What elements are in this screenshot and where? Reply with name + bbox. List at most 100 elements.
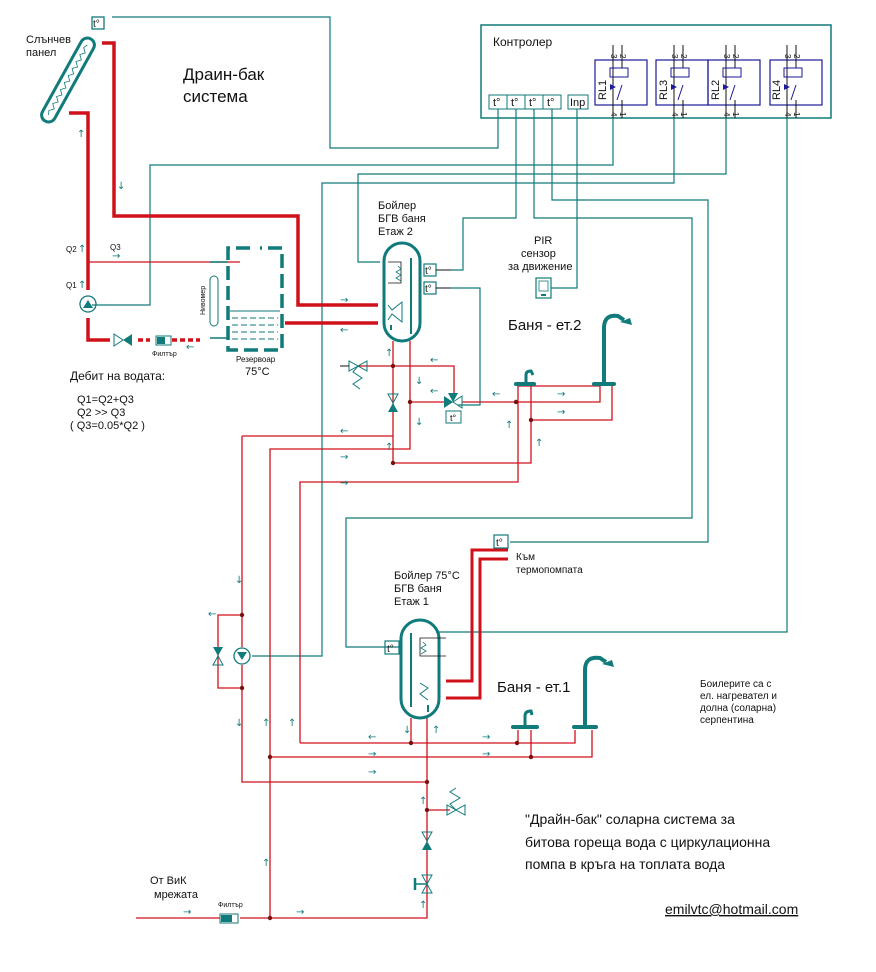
heat-pump-label-2: термопомпата	[516, 565, 583, 576]
controller-box	[480, 24, 832, 119]
svg-text:↓: ↓	[415, 376, 423, 387]
svg-text:↑: ↑	[262, 718, 270, 729]
svg-text:↓: ↓	[403, 725, 411, 736]
boiler-upper: Бойлер БГВ баня Етаж 2 t° t°	[378, 200, 451, 343]
svg-text:→: →	[340, 478, 348, 489]
svg-text:3: 3	[722, 54, 731, 59]
relay-rl2: 3 2 RL2 4 1	[707, 45, 761, 118]
flow-note-heading: Дебит на водата:	[70, 369, 165, 383]
description-line-1: "Драйн-бак" соларна система за	[525, 811, 735, 827]
solar-panel-body	[40, 36, 96, 124]
input-inp-box	[567, 94, 589, 110]
flow-arrows: ↑ ← ↓ ← ↓ ← ↑ → → ← → → ↑ ↑ ↓ ← ↓ ↑ ↑ ↓ …	[183, 348, 565, 918]
relay-label: RL2	[710, 80, 722, 100]
boiler-lower: Бойлер 75°C БГВ баня Етаж 1 t° t°	[384, 534, 509, 720]
svg-text:t°: t°	[425, 284, 432, 295]
flow-note-line-3: ( Q3=0.05*Q2 )	[70, 420, 145, 432]
diagram-title-2: система	[183, 87, 248, 106]
q2-label: Q2	[66, 245, 77, 254]
boiler-note-1: Боилерите са с	[700, 679, 771, 690]
flow-note-line-2: Q2 >> Q3	[77, 407, 125, 419]
hot-water-pipes	[136, 341, 613, 919]
diagram-title-1: Драин-бак	[183, 65, 265, 84]
flow-note-line-1: Q1=Q2+Q3	[77, 394, 134, 406]
boiler-upper-label-3: Етаж 2	[378, 226, 413, 238]
bath-upper-label: Баня - ет.2	[508, 317, 581, 334]
mains-label-1: От ВиК	[150, 875, 187, 887]
filter-label: Филтър	[152, 351, 177, 358]
svg-text:t°: t°	[387, 644, 394, 655]
solar-panel-label-2: панел	[26, 47, 56, 59]
svg-text:→: →	[368, 749, 376, 760]
svg-text:←: ←	[340, 325, 348, 336]
svg-text:→: →	[112, 251, 120, 262]
shower-lower-icon	[572, 655, 614, 729]
boiler-upper-label-1: Бойлер	[378, 200, 416, 212]
mixing-valve-icon: t°	[444, 393, 463, 424]
solar-panel: t° Слънчев панел	[26, 16, 105, 124]
boiler-lower-label-1: Бойлер 75°C	[394, 570, 460, 582]
svg-text:1: 1	[618, 112, 627, 117]
svg-text:↑: ↑	[288, 718, 296, 729]
pir-label-1: PIR	[534, 235, 552, 247]
controller-inputs: t° t° t° t° Inp	[488, 94, 589, 110]
svg-text:←: ←	[340, 426, 348, 437]
svg-text:1: 1	[792, 112, 801, 117]
svg-text:→: →	[340, 452, 348, 463]
svg-text:↑: ↑	[419, 796, 427, 807]
svg-text:←: ←	[430, 355, 438, 366]
pir-label-3: за движение	[508, 261, 572, 273]
reservoir-label: Резервоар	[236, 355, 276, 364]
svg-text:←: ←	[492, 389, 500, 400]
svg-text:4: 4	[722, 112, 731, 117]
svg-text:←: ←	[368, 732, 376, 743]
input-t3: t°	[529, 97, 536, 109]
svg-text:↓: ↓	[415, 417, 423, 428]
svg-text:→: →	[557, 407, 565, 418]
email-link[interactable]: emilvtc@hotmail.com	[665, 901, 798, 917]
svg-text:↓: ↓	[235, 575, 243, 586]
svg-text:↑: ↑	[385, 442, 393, 453]
boiler-upper-label-2: БГВ баня	[378, 213, 426, 225]
boiler-lower-label-3: Етаж 1	[394, 596, 429, 608]
boiler-upper-tank	[382, 241, 422, 343]
level-gauge-label: Нивомер	[200, 286, 207, 315]
svg-text:→: →	[296, 907, 304, 918]
input-inp: Inp	[570, 97, 585, 109]
svg-text:↑: ↑	[78, 244, 86, 255]
mains-filter-icon	[219, 913, 239, 924]
boiler-note-2: ел. нагревател и	[700, 691, 777, 702]
svg-text:2: 2	[792, 54, 801, 59]
pir-sensor-icon	[535, 277, 552, 299]
solar-panel-label-1: Слънчев	[26, 34, 71, 46]
svg-text:4: 4	[609, 112, 618, 117]
reservoir-body	[226, 246, 284, 352]
svg-text:→: →	[183, 907, 191, 918]
heat-pump-label-1: Към	[516, 552, 535, 563]
boiler-lower-tank	[399, 618, 441, 720]
controller-title: Контролер	[493, 35, 553, 49]
svg-text:2: 2	[679, 54, 688, 59]
safety-valve-lower-icon	[446, 787, 466, 816]
svg-text:→: →	[368, 767, 376, 778]
collector-sensor-box	[91, 16, 105, 30]
svg-text:↓: ↓	[117, 181, 125, 192]
relay-label: RL4	[771, 80, 783, 100]
svg-text:←: ←	[430, 386, 438, 397]
control-wires	[92, 16, 788, 657]
pir-sensor: PIR сензор за движение	[508, 235, 572, 299]
svg-text:↑: ↑	[432, 725, 440, 736]
collector-pump-icon	[79, 295, 97, 313]
relay-label: RL1	[597, 80, 609, 100]
relay-rl3: 3 2 RL3 4 1	[655, 45, 709, 118]
svg-text:↑: ↑	[419, 900, 427, 911]
mains-filter-label: Филтър	[218, 902, 243, 909]
svg-text:4: 4	[783, 112, 792, 117]
shower-upper-icon	[592, 313, 632, 386]
bath-lower-label: Баня - ет.1	[497, 679, 570, 696]
stop-valve-lower-icon	[413, 874, 433, 894]
svg-text:↓: ↓	[235, 718, 243, 729]
svg-text:t°: t°	[450, 413, 457, 423]
